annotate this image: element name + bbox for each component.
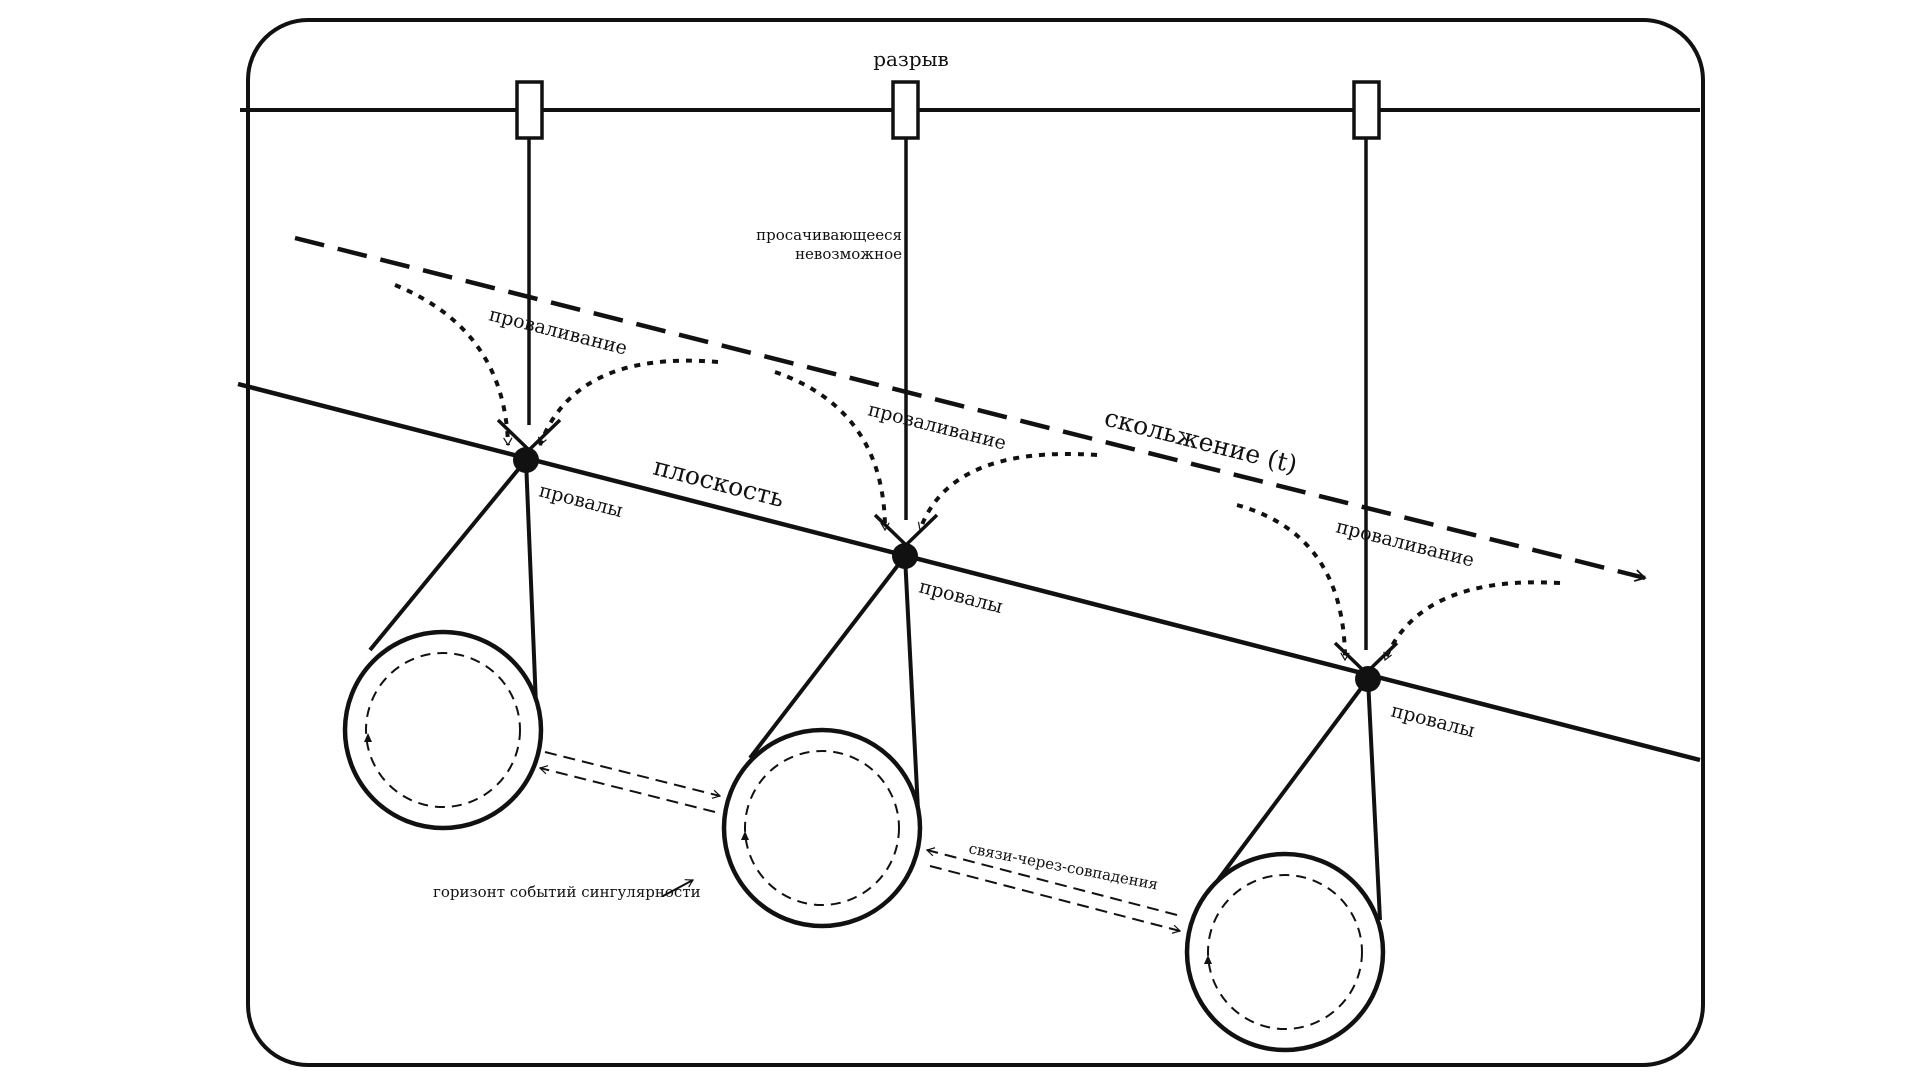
fall-label-2: проваливание xyxy=(866,399,1009,455)
link-2-3-b xyxy=(929,865,1182,934)
singularity-inner-2 xyxy=(744,750,900,906)
funnel-left-3 xyxy=(1216,677,1370,882)
singularity-inner-1 xyxy=(365,652,521,808)
funnel-left-1 xyxy=(368,458,528,652)
funnel-right-3 xyxy=(1366,678,1382,921)
dips-label-2: провалы xyxy=(917,576,1005,619)
seep-label-line1: просачивающееся xyxy=(756,226,902,244)
top-label: разрыв xyxy=(873,47,949,71)
seep-label-line2: невозможное xyxy=(795,245,902,263)
singularity-circle-1 xyxy=(342,629,544,831)
cycle-marker-3 xyxy=(1204,955,1212,964)
cycle-marker-2 xyxy=(741,831,749,840)
dips-label-1: провалы xyxy=(537,480,625,523)
fall-arrow-left-3 xyxy=(1236,503,1350,662)
fall-arrow-left-2 xyxy=(774,370,890,532)
slide-arrow xyxy=(294,235,1647,582)
link-2-3-a xyxy=(925,847,1178,916)
outer-frame xyxy=(246,18,1705,1067)
funnel-right-1 xyxy=(524,459,538,706)
fall-arrow-right-3 xyxy=(1383,580,1561,662)
fall-arrow-left-1 xyxy=(394,283,513,447)
link-1-2-b xyxy=(538,765,716,813)
plane-line xyxy=(237,381,1701,763)
funnel-left-2 xyxy=(748,554,907,760)
plane-label: плоскость xyxy=(651,452,788,513)
link-1-2-a xyxy=(544,751,722,799)
horizon-label: горизонт событий сингулярности xyxy=(433,883,701,901)
dips-label-3: провалы xyxy=(1389,700,1477,743)
singularity-inner-3 xyxy=(1207,874,1363,1030)
fall-arrow-right-2 xyxy=(917,452,1098,532)
fall-arrow-right-1 xyxy=(537,358,719,447)
rail-block-3 xyxy=(1352,80,1381,140)
singularity-circle-3 xyxy=(1184,851,1386,1053)
fall-label-3: проваливание xyxy=(1334,516,1477,572)
singularity-circle-2 xyxy=(721,727,923,929)
rail-block-2 xyxy=(891,80,920,140)
funnel-right-2 xyxy=(903,555,920,811)
horizon-pointer-arrow xyxy=(662,879,695,897)
rail-block-1 xyxy=(515,80,544,140)
cycle-marker-1 xyxy=(364,733,372,742)
fall-label-1: проваливание xyxy=(487,304,630,360)
